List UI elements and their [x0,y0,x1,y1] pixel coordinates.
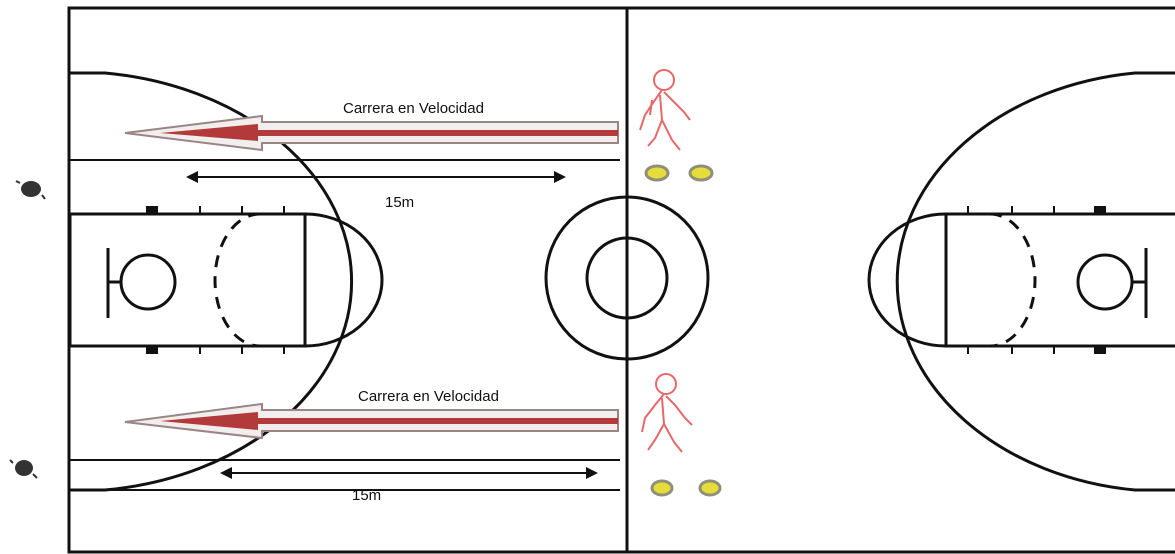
left-lane-block-bottom [146,346,158,354]
distance-arrowhead-right [586,467,598,479]
right-lane-block-top [1094,206,1106,214]
sprint-arrow-bottom-fill [160,412,618,430]
right-half-court [867,71,1175,492]
ball-icon [688,164,714,182]
center-circle-inner [585,236,669,320]
distance-arrowhead-left [220,467,232,479]
left-half-court [68,71,620,492]
right-lane-block-bottom [1094,346,1106,354]
court-boundary [67,6,1175,554]
ball-icon [698,479,722,497]
right-free-throw-dashed-arc [989,212,1037,348]
distance-arrowhead-right [554,171,566,183]
bottom-drill: Carrera en Velocidad 15m [9,373,722,504]
center-circle-outer [544,195,710,361]
run-label-top: Carrera en Velocidad [343,100,484,117]
cone-icon [9,459,38,479]
stick-figure-icon [641,373,693,453]
distance-label-top: 15m [385,194,414,211]
stick-figure-icon [639,69,691,151]
right-key [944,212,1175,348]
ball-icon [644,164,670,182]
left-free-throw-dashed-arc [213,212,261,348]
cone-icon [15,180,46,200]
right-three-point-line [895,71,1175,492]
distance-arrowhead-left [186,171,198,183]
top-drill: Carrera en Velocidad 15m [15,69,714,211]
left-free-throw-arc [304,212,384,348]
left-three-point-line [70,71,354,492]
distance-label-bottom: 15m [352,487,381,504]
right-hoop [1076,253,1134,311]
left-hoop [119,253,177,311]
ball-icon [650,479,674,497]
run-label-bottom: Carrera en Velocidad [358,388,499,405]
right-free-throw-arc [867,212,947,348]
left-lane-block-top [146,206,158,214]
left-key [68,212,307,348]
sprint-arrow-top-fill [160,124,618,141]
